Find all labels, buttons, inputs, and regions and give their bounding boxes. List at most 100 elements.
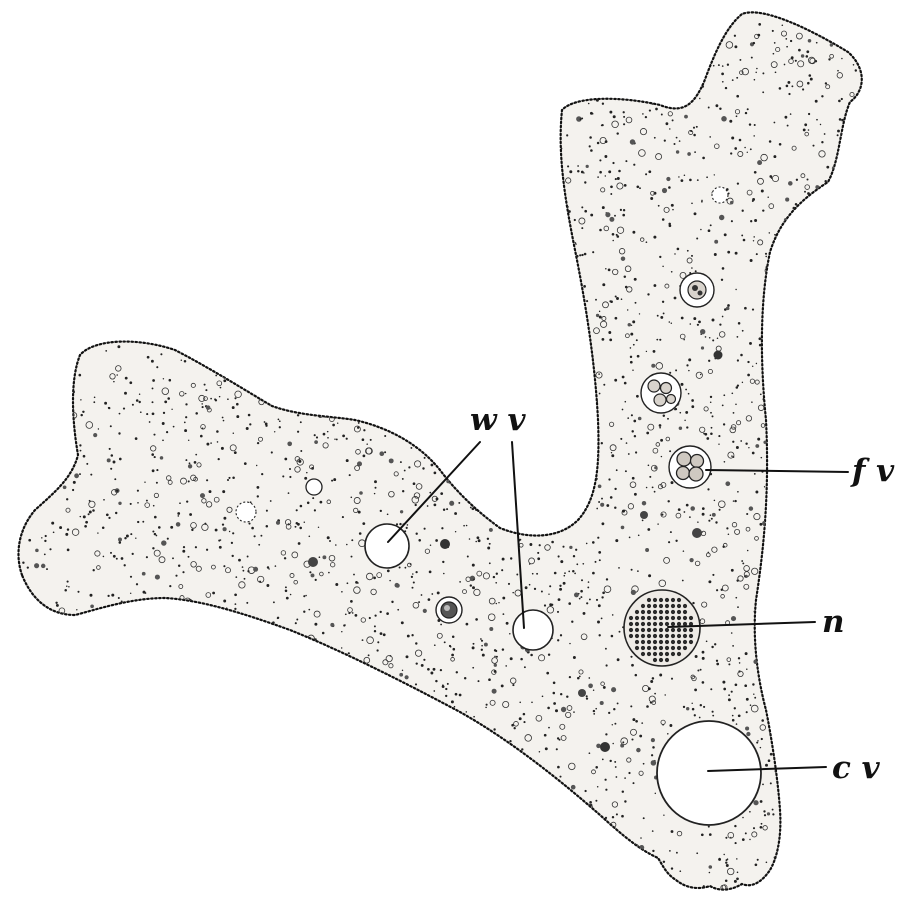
granule [821,527,824,530]
granule [402,670,403,671]
granule [111,143,113,145]
granule [204,884,210,890]
granule [746,698,749,701]
granule [178,289,183,294]
granule [776,665,779,668]
granule [310,830,315,835]
granule [49,275,54,280]
granule [690,323,692,325]
granule [243,863,245,865]
granule [140,856,143,859]
granule [417,132,420,135]
granule [60,40,63,43]
granule [158,16,164,22]
granule [299,527,302,530]
granule [241,851,246,856]
granule [40,118,43,121]
granule [34,68,37,71]
granule [603,686,606,689]
granule [253,13,255,15]
granule [563,874,566,877]
granule [298,654,300,656]
granule [39,392,42,395]
granule [331,862,333,864]
granule [592,113,594,115]
granule [556,167,558,169]
granule [480,883,482,885]
granule [627,417,629,419]
granule [509,861,511,863]
granule [785,548,787,550]
granule [261,230,264,233]
granule [621,14,626,19]
granule [77,866,79,868]
granule [400,829,404,833]
granule [428,726,430,728]
granule [236,264,238,266]
granule [818,619,820,621]
granule [477,343,482,348]
granule [102,527,105,530]
granule [525,12,527,14]
granule [124,333,127,336]
granule [473,643,475,645]
granule [314,638,316,640]
granule [434,22,436,24]
granule [103,223,105,225]
granule [108,205,111,208]
granule [97,532,98,533]
granule [766,586,769,589]
granule [476,888,478,890]
granule [669,889,672,892]
granule [462,134,464,136]
granule [468,284,469,285]
granule [322,555,326,559]
granule [558,61,561,64]
granule [594,458,596,460]
granule [175,307,177,309]
granule [22,343,25,346]
granule [703,885,705,887]
granule [79,87,82,90]
granule [830,370,832,372]
granule [836,219,837,220]
granule [265,193,267,195]
granule [158,303,161,306]
granule [774,234,776,236]
granule [650,17,653,20]
granule [439,191,442,194]
granule [47,755,50,758]
granule [502,648,504,650]
granule [232,555,234,557]
granule [221,447,224,450]
granule [34,203,38,207]
granule [328,166,334,172]
granule [718,443,719,444]
granule [318,130,324,136]
granule [349,252,351,254]
granule [518,163,519,164]
granule [358,212,360,214]
granule [635,302,637,304]
granule [79,444,81,446]
granule [531,402,537,408]
granule [361,814,365,818]
granule [774,756,778,760]
granule [633,11,635,13]
granule [769,175,772,178]
granule [166,241,169,244]
granule [531,825,535,829]
granule [130,533,132,535]
granule [275,681,277,683]
granule [773,549,775,551]
granule [15,109,17,112]
granule [719,13,722,16]
granule [565,326,571,332]
granule [709,136,711,138]
granule [312,301,314,303]
granule [353,89,356,92]
granule [405,744,407,746]
granule [819,665,822,668]
granule [196,338,197,339]
granule [379,55,383,59]
